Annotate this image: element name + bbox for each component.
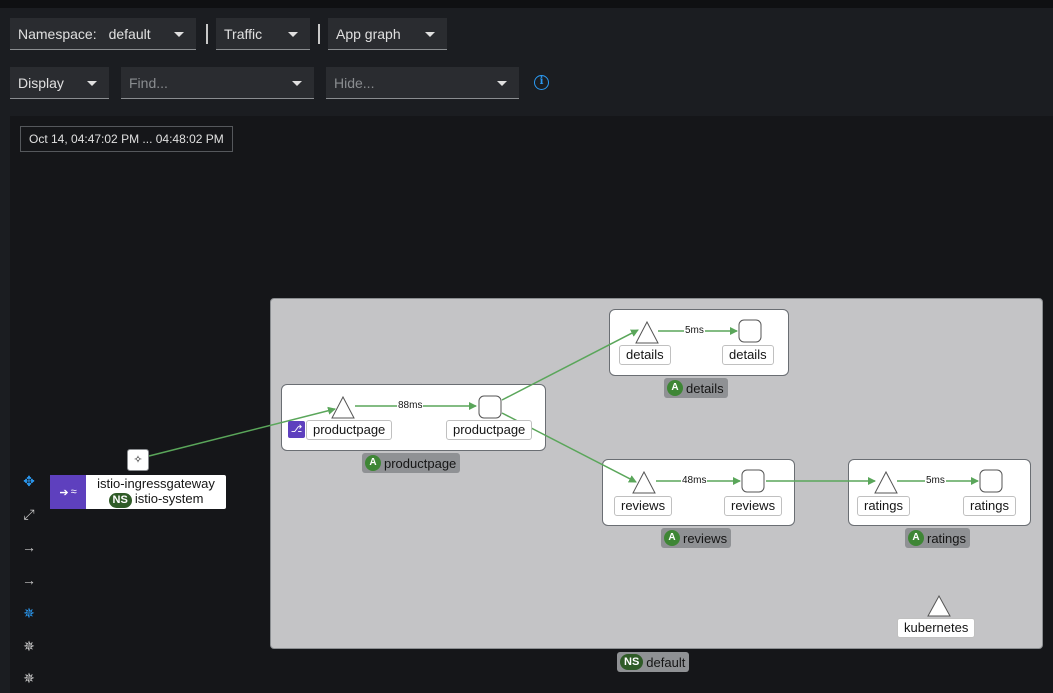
service-node-details xyxy=(635,320,659,344)
service-label-reviews: reviews xyxy=(614,496,673,516)
chevron-down-icon xyxy=(497,80,507,86)
gateway-namespace: istio-system xyxy=(134,491,204,506)
service-node-reviews xyxy=(632,470,656,494)
hide-placeholder: Hide... xyxy=(334,74,375,91)
namespace-badge-prefix: NS xyxy=(620,654,644,670)
app-badge-name: ratings xyxy=(927,530,967,546)
move-icon[interactable]: ✥ xyxy=(23,472,35,489)
app-badge-details: A details xyxy=(664,378,728,398)
separator xyxy=(318,24,320,44)
edge-productpage-details xyxy=(501,329,639,401)
app-badge-ratings: A ratings xyxy=(905,528,971,548)
layout-icon[interactable]: ✵ xyxy=(23,604,35,621)
workload-label-productpage: productpage xyxy=(446,420,533,440)
edge-gateway-productpage xyxy=(148,406,336,457)
workload-node-reviews xyxy=(741,469,765,493)
namespace-label: Namespace: xyxy=(18,25,97,42)
service-node-productpage xyxy=(331,395,355,419)
gateway-type-icon: ➔≈ xyxy=(50,475,86,509)
namespace-dropdown[interactable]: Namespace: default xyxy=(10,18,196,50)
arrow-right-icon[interactable]: → xyxy=(22,539,36,555)
namespace-value: default xyxy=(108,25,151,42)
latency-label-details: 5ms xyxy=(684,325,705,336)
display-dropdown[interactable]: Display xyxy=(10,67,109,99)
gateway-node-icon[interactable]: ✧ xyxy=(127,449,149,471)
workload-label-details: details xyxy=(722,345,774,365)
separator xyxy=(206,24,208,44)
app-badge-icon: A xyxy=(908,530,924,546)
time-range: Oct 14, 04:47:02 PM ... 04:48:02 PM xyxy=(20,126,233,152)
virtual-service-icon: ⎇ xyxy=(288,421,305,438)
graph-type-dropdown[interactable]: App graph xyxy=(328,18,447,50)
find-input[interactable]: Find... xyxy=(121,67,314,99)
chevron-down-icon xyxy=(425,31,435,37)
display-label: Display xyxy=(18,74,64,91)
traffic-label: Traffic xyxy=(224,25,263,42)
app-badge-icon: A xyxy=(667,380,683,396)
workload-node-productpage xyxy=(478,395,502,419)
chevron-down-icon xyxy=(288,31,298,37)
service-label-productpage: productpage xyxy=(306,420,393,440)
service-label-kubernetes: kubernetes xyxy=(897,618,976,638)
info-icon[interactable]: i xyxy=(534,75,549,90)
chevron-down-icon xyxy=(87,80,97,86)
app-badge-icon: A xyxy=(365,455,381,471)
expand-icon[interactable]: ⤢ xyxy=(23,505,35,522)
app-badge-name: reviews xyxy=(683,530,728,546)
app-badge-reviews: A reviews xyxy=(661,528,732,548)
namespace-badge: NS default xyxy=(617,652,690,672)
service-node-kubernetes xyxy=(927,594,951,617)
latency-label-reviews: 48ms xyxy=(681,475,708,486)
layout-icon[interactable]: ✵ xyxy=(23,637,35,654)
hide-input[interactable]: Hide... xyxy=(326,67,519,99)
workload-node-ratings xyxy=(979,469,1003,493)
service-label-details: details xyxy=(619,345,671,365)
find-placeholder: Find... xyxy=(129,74,168,91)
app-badge-productpage: A productpage xyxy=(362,453,461,473)
workload-node-details xyxy=(738,319,762,343)
app-badge-icon: A xyxy=(664,530,680,546)
namespace-badge-name: default xyxy=(646,654,686,670)
chevron-down-icon xyxy=(292,80,302,86)
graph-type-label: App graph xyxy=(336,25,401,42)
workload-label-ratings: ratings xyxy=(963,496,1017,516)
traffic-dropdown[interactable]: Traffic xyxy=(216,18,310,50)
gateway-ns-pill: NS xyxy=(108,493,132,508)
chevron-down-icon xyxy=(174,31,184,37)
service-label-ratings: ratings xyxy=(857,496,911,516)
layout-icon[interactable]: ✵ xyxy=(23,669,35,686)
arrow-right-icon[interactable]: → xyxy=(22,572,36,588)
workload-label-reviews: reviews xyxy=(724,496,783,516)
service-node-ratings xyxy=(874,470,898,494)
top-strip xyxy=(0,0,1053,8)
latency-label-productpage: 88ms xyxy=(397,400,424,411)
app-badge-name: details xyxy=(686,380,724,396)
latency-label-ratings: 5ms xyxy=(925,475,946,486)
app-badge-name: productpage xyxy=(384,455,457,471)
gateway-name: istio-ingressgateway xyxy=(97,476,215,491)
